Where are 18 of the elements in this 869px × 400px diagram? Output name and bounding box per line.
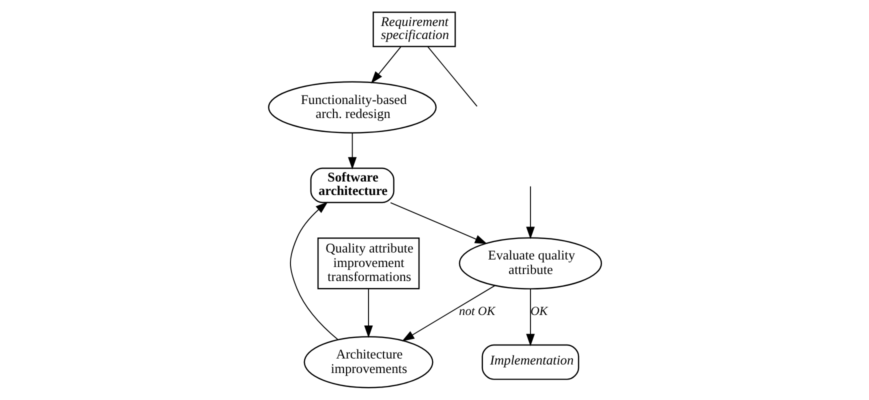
node-box: Software architecture <box>310 168 394 204</box>
node-box: Requirement specification <box>372 12 456 48</box>
arrow <box>401 285 495 342</box>
node-ellipse: Functionality-based arch. redesign <box>268 81 436 134</box>
node-box: Quality attribute improvement transformations <box>316 237 420 290</box>
connector <box>426 46 477 107</box>
arrow <box>526 186 534 240</box>
arrow <box>364 288 372 338</box>
node-ellipse: Evaluate quality attribute <box>458 237 602 290</box>
edge-label: OK <box>530 304 548 318</box>
edge-label: not OK <box>458 304 495 318</box>
arrow <box>348 132 356 170</box>
arrow <box>370 46 401 84</box>
arrow <box>526 288 534 346</box>
arrow <box>390 202 487 244</box>
arrow <box>289 202 338 340</box>
node-box: Implementation <box>481 344 579 380</box>
node-ellipse: Architecture improvements <box>303 336 433 388</box>
